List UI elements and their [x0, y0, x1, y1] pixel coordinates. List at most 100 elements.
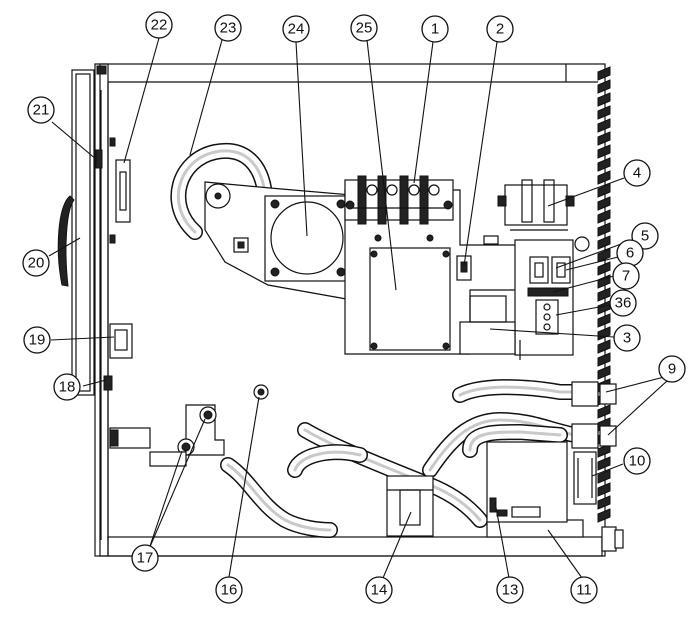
svg-text:36: 36 [615, 295, 632, 312]
callout-18: 18 [53, 373, 81, 401]
control-board [369, 247, 451, 351]
vent-fin [597, 352, 611, 367]
left-bracket [109, 427, 151, 449]
vent-fin [597, 157, 611, 172]
vent-fin [597, 209, 611, 224]
door-switch [109, 323, 133, 359]
vent-fin [597, 469, 611, 484]
vent-fin [597, 339, 611, 354]
svg-text:22: 22 [151, 17, 168, 34]
svg-text:5: 5 [641, 228, 649, 245]
vent-fin [597, 326, 611, 341]
vent-fin [597, 313, 611, 328]
svg-text:4: 4 [633, 165, 641, 182]
vent-fin [597, 482, 611, 497]
svg-text:24: 24 [288, 21, 305, 38]
callout-22: 22 [145, 11, 173, 39]
callout-13: 13 [496, 576, 524, 604]
callout-9: 9 [658, 355, 686, 383]
callout-19: 19 [23, 326, 51, 354]
svg-text:18: 18 [59, 379, 76, 396]
thermostat [497, 179, 575, 231]
vent-fin [597, 92, 611, 107]
svg-text:20: 20 [28, 255, 45, 272]
svg-text:7: 7 [622, 268, 630, 285]
vent-fin [597, 196, 611, 211]
callout-21: 21 [27, 96, 55, 124]
vent-fin [597, 287, 611, 302]
vent-fin [597, 66, 611, 81]
hose-segment [226, 463, 332, 532]
vent-fin [597, 79, 611, 94]
callout-25: 25 [350, 14, 378, 42]
vent-fin [597, 118, 611, 133]
vent-fin [597, 495, 611, 510]
terminal-block [344, 175, 454, 242]
svg-text:25: 25 [356, 20, 373, 37]
svg-text:6: 6 [626, 245, 634, 262]
inlet-valves [571, 381, 617, 449]
leader-lines [48, 37, 669, 579]
callout-4: 4 [623, 159, 651, 187]
vent-fin [597, 105, 611, 120]
vent-fin [597, 274, 611, 289]
callout-3: 3 [613, 324, 641, 352]
svg-text:9: 9 [668, 361, 676, 378]
vent-fin [597, 365, 611, 380]
callout-24: 24 [282, 15, 310, 43]
svg-text:17: 17 [137, 550, 154, 567]
filter [573, 451, 597, 505]
callout-11: 11 [570, 576, 598, 604]
callout-7: 7 [612, 262, 640, 290]
callout-1: 1 [421, 15, 449, 43]
callout-14: 14 [365, 576, 393, 604]
vent-fin [597, 144, 611, 159]
vent-fin [597, 300, 611, 315]
front-door-panel [71, 63, 109, 557]
callout-10: 10 [623, 447, 651, 475]
vent-fins [597, 66, 611, 523]
svg-text:16: 16 [221, 582, 238, 599]
svg-text:2: 2 [496, 21, 504, 38]
hose-segment [293, 450, 362, 472]
coiled-hose [170, 142, 273, 240]
svg-text:13: 13 [502, 582, 519, 599]
drain-pump [386, 475, 434, 537]
valve-bracket [149, 404, 225, 467]
motor-assembly [204, 181, 353, 301]
vent-fin [597, 235, 611, 250]
small-fitting [253, 384, 269, 400]
callout-16: 16 [215, 576, 243, 604]
vent-fin [597, 170, 611, 185]
vent-fin [597, 261, 611, 276]
vent-fin [597, 131, 611, 146]
callout-36: 36 [609, 289, 637, 317]
svg-text:21: 21 [33, 102, 50, 119]
vent-fin [597, 404, 611, 419]
callout-2: 2 [486, 15, 514, 43]
callout-23: 23 [214, 14, 242, 42]
vent-fin [597, 456, 611, 471]
vent-fin [597, 183, 611, 198]
pump-base [486, 441, 584, 538]
door-latch [95, 149, 103, 169]
callout-6: 6 [616, 239, 644, 267]
svg-text:10: 10 [629, 453, 646, 470]
svg-text:3: 3 [623, 330, 631, 347]
vent-fin [597, 248, 611, 263]
relay [456, 235, 499, 281]
svg-text:14: 14 [371, 582, 388, 599]
callout-17: 17 [131, 544, 159, 572]
vent-fin [597, 508, 611, 523]
door-hinge [109, 137, 131, 244]
svg-text:1: 1 [431, 21, 439, 38]
outlet-nozzle [601, 526, 624, 552]
svg-text:19: 19 [29, 332, 46, 349]
right-control-panel [459, 236, 590, 360]
door-handle [57, 195, 75, 287]
svg-text:23: 23 [220, 20, 237, 37]
svg-text:11: 11 [576, 582, 592, 599]
hose-segment [221, 458, 337, 537]
vent-fin [597, 222, 611, 237]
